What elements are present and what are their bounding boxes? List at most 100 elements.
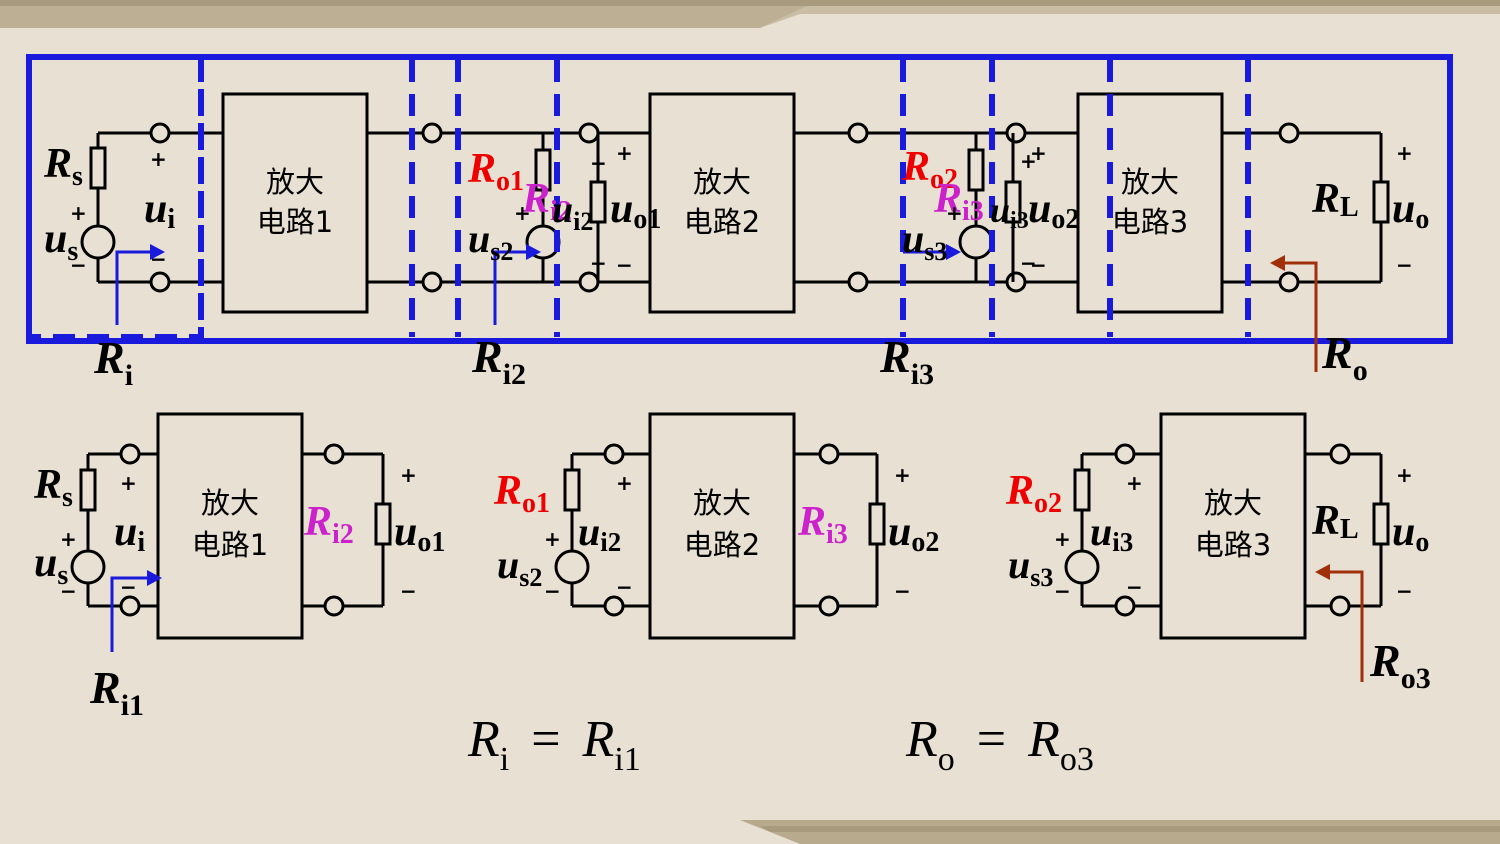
us2-source-stage2 — [554, 549, 590, 585]
label-rs-top: Rs — [43, 141, 83, 192]
svg-text:+: + — [120, 471, 137, 495]
rs-resistor — [89, 146, 107, 190]
dashed-regions — [26, 54, 1453, 344]
input-resistance-arrows-top — [115, 244, 1318, 372]
label-ui2-top: ui2 — [552, 189, 593, 236]
svg-text:−: − — [1396, 253, 1413, 277]
svg-text:−: − — [616, 253, 633, 277]
label-uo1-top: uo1 — [610, 186, 661, 235]
svg-text:−: − — [1126, 575, 1143, 599]
stage3-circuit — [1064, 412, 1390, 640]
svg-text:+: + — [1126, 471, 1143, 495]
amp1-label-line1: 放大 — [266, 165, 324, 199]
svg-text:+: + — [60, 527, 77, 551]
svg-text:−: − — [1396, 579, 1413, 603]
us-source-symbol — [80, 224, 116, 260]
stage1-amp-line1: 放大 — [201, 486, 259, 520]
label-us2-top: us2 — [468, 216, 513, 266]
amp2-label-line2: 电路2 — [684, 205, 760, 239]
svg-text:+: + — [590, 151, 607, 175]
svg-text:−: − — [616, 575, 633, 599]
ri2-resistor-stage1 — [374, 502, 392, 546]
us3-source-symbol — [958, 224, 994, 260]
svg-text:−: − — [70, 253, 87, 277]
svg-text:+: + — [1396, 141, 1413, 165]
svg-text:−: − — [1030, 253, 1047, 277]
svg-text:−: − — [894, 579, 911, 603]
label-ro1-top: Ro1 — [467, 146, 524, 197]
stage1-amp-line2: 电路1 — [192, 528, 268, 562]
svg-text:−: − — [150, 247, 167, 271]
svg-text:+: + — [1030, 141, 1047, 165]
stage2-amp-line1: 放大 — [693, 486, 751, 520]
svg-text:+: + — [616, 471, 633, 495]
svg-text:−: − — [1020, 251, 1037, 275]
label-ri2-stage1: Ri2 — [303, 499, 354, 550]
top-circuit — [80, 92, 1390, 314]
ro2-resistor-stage3 — [1073, 468, 1091, 512]
label-uo-top: uo — [1392, 186, 1429, 235]
label-ui3-stage3: ui3 — [1090, 509, 1133, 557]
stage2-circuit — [554, 412, 886, 640]
svg-text:−: − — [1054, 579, 1071, 603]
stage1-arrow — [110, 570, 162, 652]
amp3-label-line2: 电路3 — [1112, 205, 1188, 239]
us3-source-stage3 — [1064, 549, 1100, 585]
label-ri3-stage2: Ri3 — [797, 499, 848, 550]
svg-text:−: − — [120, 575, 137, 599]
label-ri2-top: Ri2 — [521, 176, 572, 227]
amp1-block-stage1 — [156, 412, 304, 640]
ro1-resistor-stage2 — [563, 468, 581, 512]
svg-text:+: + — [150, 147, 167, 171]
amp3-block-top — [1076, 92, 1224, 314]
label-uo1-stage1: uo1 — [394, 509, 445, 558]
stage3-amp-line1: 放大 — [1204, 486, 1262, 520]
label-ui3-top: ui3 — [990, 190, 1029, 234]
label-us3-top: us3 — [902, 216, 947, 266]
ri3-resistor-stage2 — [868, 502, 886, 546]
svg-text:+: + — [1020, 149, 1037, 173]
rs-resistor-stage1 — [79, 468, 97, 512]
svg-text:+: + — [894, 463, 911, 487]
equation-ro: Ro=Ro3 — [905, 711, 1094, 778]
label-ri3-overlap-top: Ri3 — [933, 176, 984, 227]
stage3-arrow — [1315, 564, 1364, 682]
polarity-marks-top: + − + − + − + − + + − + − + + − — [70, 141, 1413, 277]
label-uo2-stage2: uo2 — [888, 509, 939, 558]
label-rs-stage1: Rs — [33, 462, 73, 513]
stage2-amp-line2: 电路2 — [684, 528, 760, 562]
label-ro1-stage2: Ro1 — [493, 468, 550, 519]
label-us-top: us — [44, 216, 78, 267]
label-us3-stage3: us3 — [1008, 542, 1053, 592]
amp2-block-top — [648, 92, 796, 314]
label-ri-top: Ri — [93, 332, 133, 392]
amp2-label-line1: 放大 — [693, 165, 751, 199]
svg-text:−: − — [590, 251, 607, 275]
label-us-stage1: us — [34, 540, 68, 591]
label-us2-stage2: us2 — [497, 542, 542, 592]
us-source-stage1 — [70, 549, 106, 585]
label-uo-stage3: uo — [1392, 509, 1429, 558]
svg-text:+: + — [616, 141, 633, 165]
rl-resistor-stage3 — [1372, 502, 1390, 546]
svg-text:+: + — [514, 201, 531, 225]
svg-text:+: + — [1054, 527, 1071, 551]
svg-text:−: − — [400, 579, 417, 603]
label-ui-stage1: ui — [114, 509, 145, 558]
label-ui-top: ui — [144, 186, 175, 235]
label-ri1-stage1: Ri1 — [89, 662, 144, 722]
svg-text:+: + — [544, 527, 561, 551]
amp1-block-top — [221, 92, 369, 314]
stage1-circuit — [70, 412, 392, 640]
amp2-block-stage2 — [648, 412, 796, 640]
label-ri2-bottom-top: Ri2 — [471, 331, 526, 391]
label-ro3-stage3: Ro3 — [1369, 635, 1431, 695]
label-ro2-top: Ro2 — [901, 144, 958, 195]
dashed-box-stage1-input — [26, 54, 204, 340]
svg-text:−: − — [60, 579, 77, 603]
label-ro-top: Ro — [1321, 327, 1368, 387]
polarity-marks-bottom: + − + − + − + − + − + − + − + − + − — [60, 463, 1413, 603]
label-ui2-stage2: ui2 — [578, 509, 621, 557]
